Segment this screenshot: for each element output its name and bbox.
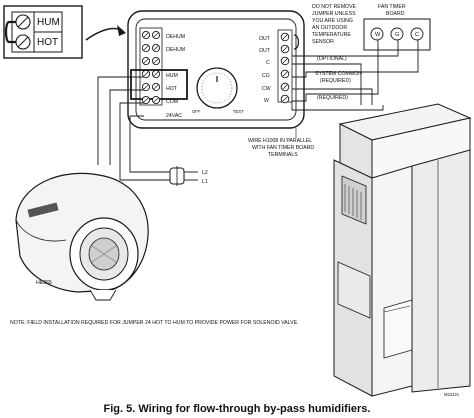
terminal-label-dehum-2: DEHUM (166, 47, 185, 53)
jumper-note-line: AN OUTDOOR (312, 25, 347, 31)
humidifier-unit: HE265 (15, 172, 149, 301)
terminal-label-com: COM (166, 99, 178, 105)
system-common-label-2: (REQUIRED) (320, 78, 351, 84)
left-terminal-screws (141, 30, 161, 105)
terminal-label-c: C (266, 60, 270, 66)
humidifier-model-label: HE265 (36, 280, 52, 286)
system-common-label-1: SYSTEM COMMON (315, 71, 362, 77)
fan-timer-g: G (395, 32, 399, 38)
fan-timer-terminals: W G C (370, 27, 424, 41)
parallel-note-2: WITH FAN TIMER BOARD (252, 145, 314, 151)
field-installation-note: NOTE: FIELD INSTALLATION REQUIRED FOR JU… (10, 320, 299, 326)
parallel-note-3: TERMINALS (268, 152, 298, 158)
terminal-label-out-2: OUT (259, 48, 271, 54)
required-label: (REQUIRED) (317, 95, 348, 101)
wire-w-to-fan (292, 40, 379, 102)
fan-timer-w: W (375, 32, 381, 38)
terminal-label-24vac: 24VAC (166, 113, 182, 119)
right-terminal-screws (280, 32, 290, 104)
jumper-note: DO NOT REMOVE JUMPER UNLESS YOU ARE USIN… (312, 4, 357, 45)
wiring (97, 40, 419, 181)
line-label-l2: L2 (202, 170, 208, 176)
jumper-note-line: SENSOR (312, 39, 334, 45)
wire-cg (292, 40, 419, 78)
inset-hum-label: HUM (37, 17, 60, 28)
humidistat-control-panel: OFF TEST DEHUM DEHUM HUM HOT COM 24VAC O… (127, 10, 305, 129)
wire-required (291, 101, 384, 111)
fan-timer-title-2: BOARD (386, 11, 405, 17)
fan-timer-c: C (415, 32, 419, 38)
jumper-note-line: DO NOT REMOVE (312, 4, 357, 10)
terminal-label-hum: HUM (166, 73, 178, 79)
wire-24vac-to-l2 (129, 115, 170, 173)
wire-com-to-l1 (119, 102, 170, 181)
terminal-label-w: W (264, 98, 269, 104)
out-jumper (293, 34, 300, 50)
figure-caption: Fig. 5. Wiring for flow-through by-pass … (103, 403, 371, 415)
line-label-l1: L1 (202, 179, 208, 185)
dial-label-off: OFF (192, 109, 201, 114)
jumper-note-line: YOU ARE USING (312, 18, 353, 24)
jumper-note-line: TEMPERATURE (312, 32, 351, 38)
zoom-arrow (85, 27, 123, 41)
furnace (333, 103, 472, 397)
jumper-note-line: JUMPER UNLESS (312, 11, 356, 17)
fan-timer-title-1: FAN TIMER (378, 4, 406, 10)
line-voltage-connector: L2 L1 (169, 166, 208, 186)
terminal-label-hot: HOT (166, 86, 178, 92)
optional-label: (OPTIONAL) (317, 56, 347, 62)
terminal-label-cw: CW (262, 86, 271, 92)
figure-id: M22421 (444, 392, 460, 397)
wire-hum-to-humidifier (97, 76, 144, 165)
terminal-label-dehum-1: DEHUM (166, 34, 185, 40)
dial-knob (196, 67, 238, 109)
dial-label-test: TEST (233, 109, 244, 114)
inset-hot-label: HOT (37, 37, 58, 48)
terminal-inset: HUM HOT (3, 5, 83, 59)
wire-cw (292, 88, 373, 105)
terminal-label-out-1: OUT (259, 36, 271, 42)
wire-optional (292, 40, 399, 57)
terminal-label-cg: CG (262, 73, 270, 79)
parallel-note-1: WIRE H1008 IN PARALLEL (248, 138, 312, 144)
wire-c-to-furnace (292, 63, 362, 105)
arrow-head-icon (117, 25, 126, 36)
wire-hot (109, 89, 144, 165)
